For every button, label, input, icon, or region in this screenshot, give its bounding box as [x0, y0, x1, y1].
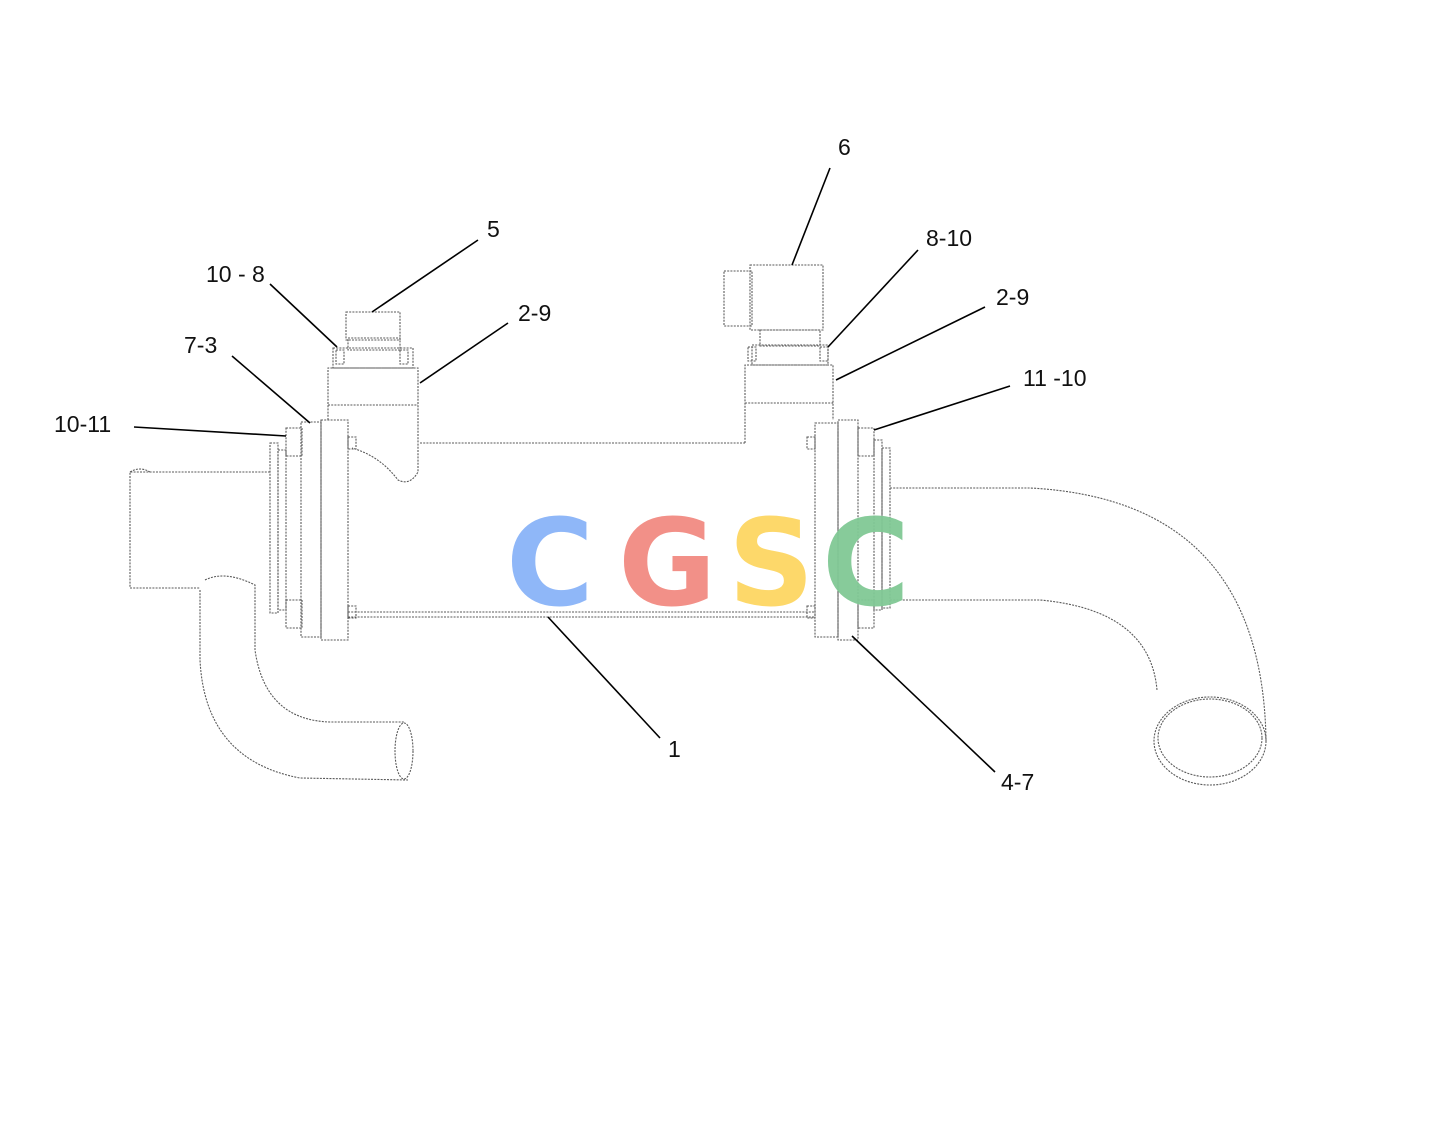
- watermark-letter-s: S: [728, 495, 814, 634]
- callout-1: 1: [668, 736, 681, 762]
- leader-6: [791, 167, 831, 266]
- callout-10-11: 10-11: [54, 411, 111, 437]
- left-bent-hose: [199, 575, 414, 781]
- right-flange: [806, 419, 891, 641]
- callout-7-3: 7-3: [184, 332, 217, 358]
- callout-10-8: 10 - 8: [206, 261, 265, 287]
- callout-11-10: 11 -10: [1023, 365, 1087, 391]
- leader-10-11: [133, 426, 287, 437]
- leader-8-10: [827, 249, 919, 348]
- leader-2-9-right: [835, 306, 986, 381]
- callout-labels: 1 4-7 5 6 10 - 8 7-3 2-9 10-11 8-10 2-9 …: [54, 134, 1087, 795]
- left-flange: [269, 419, 357, 641]
- callout-6: 6: [838, 134, 851, 160]
- leader-4-7: [851, 635, 996, 773]
- leader-lines: [133, 167, 1011, 773]
- watermark: C G S C: [506, 495, 910, 634]
- left-outlet-stub: [129, 468, 270, 589]
- callout-2-9-left: 2-9: [518, 300, 551, 326]
- right-elbow-pipe: [890, 487, 1267, 786]
- leader-1: [547, 616, 661, 739]
- left-valve-body: [327, 311, 419, 483]
- leader-2-9-left: [419, 322, 509, 384]
- right-valve-body: [723, 264, 834, 443]
- callout-8-10: 8-10: [926, 225, 972, 251]
- callout-2-9-right: 2-9: [996, 284, 1029, 310]
- watermark-letter-c2: C: [822, 495, 910, 634]
- leader-10-8: [269, 283, 338, 348]
- callout-4-7: 4-7: [1001, 769, 1034, 795]
- leader-5: [371, 239, 479, 313]
- leader-7-3: [231, 355, 311, 424]
- watermark-letter-c1: C: [506, 495, 594, 634]
- callout-5: 5: [487, 216, 500, 242]
- watermark-letter-g: G: [618, 495, 717, 634]
- leader-11-10: [873, 385, 1011, 431]
- main-tube: [348, 442, 815, 618]
